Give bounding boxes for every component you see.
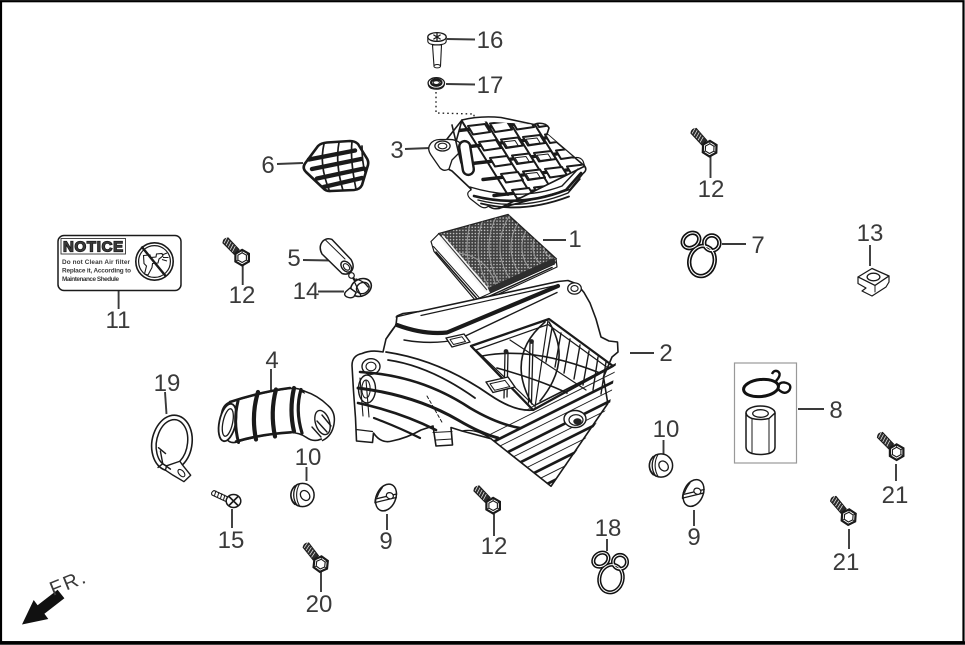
svg-text:9: 9: [687, 524, 700, 551]
svg-text:12: 12: [481, 533, 508, 560]
svg-text:21: 21: [833, 549, 860, 576]
svg-text:19: 19: [154, 370, 181, 397]
svg-text:Maintenance Shedule: Maintenance Shedule: [62, 276, 119, 283]
svg-text:13: 13: [857, 220, 884, 247]
svg-text:21: 21: [882, 482, 909, 509]
svg-text:20: 20: [306, 591, 333, 618]
svg-text:3: 3: [390, 137, 403, 164]
svg-text:12: 12: [698, 176, 725, 203]
svg-text:9: 9: [379, 528, 392, 555]
svg-text:4: 4: [265, 347, 278, 374]
svg-text:11: 11: [106, 307, 131, 334]
svg-text:NOTICE: NOTICE: [63, 239, 124, 256]
svg-text:17: 17: [477, 72, 504, 99]
svg-text:16: 16: [477, 27, 504, 54]
svg-text:6: 6: [261, 152, 274, 179]
svg-text:12: 12: [229, 282, 256, 309]
svg-text:7: 7: [751, 232, 764, 259]
svg-text:10: 10: [653, 416, 680, 443]
svg-text:8: 8: [829, 397, 842, 424]
svg-text:Do not Clean Air filter: Do not Clean Air filter: [62, 259, 131, 266]
svg-text:14: 14: [293, 278, 320, 305]
svg-text:2: 2: [659, 340, 672, 367]
svg-text:NOTICE: NOTICE: [63, 239, 124, 256]
svg-text:15: 15: [218, 527, 245, 554]
svg-text:10: 10: [295, 444, 322, 471]
svg-text:18: 18: [595, 515, 622, 542]
svg-text:1: 1: [568, 226, 581, 253]
svg-text:5: 5: [287, 245, 300, 272]
svg-text:Replace it, According to: Replace it, According to: [62, 268, 131, 275]
